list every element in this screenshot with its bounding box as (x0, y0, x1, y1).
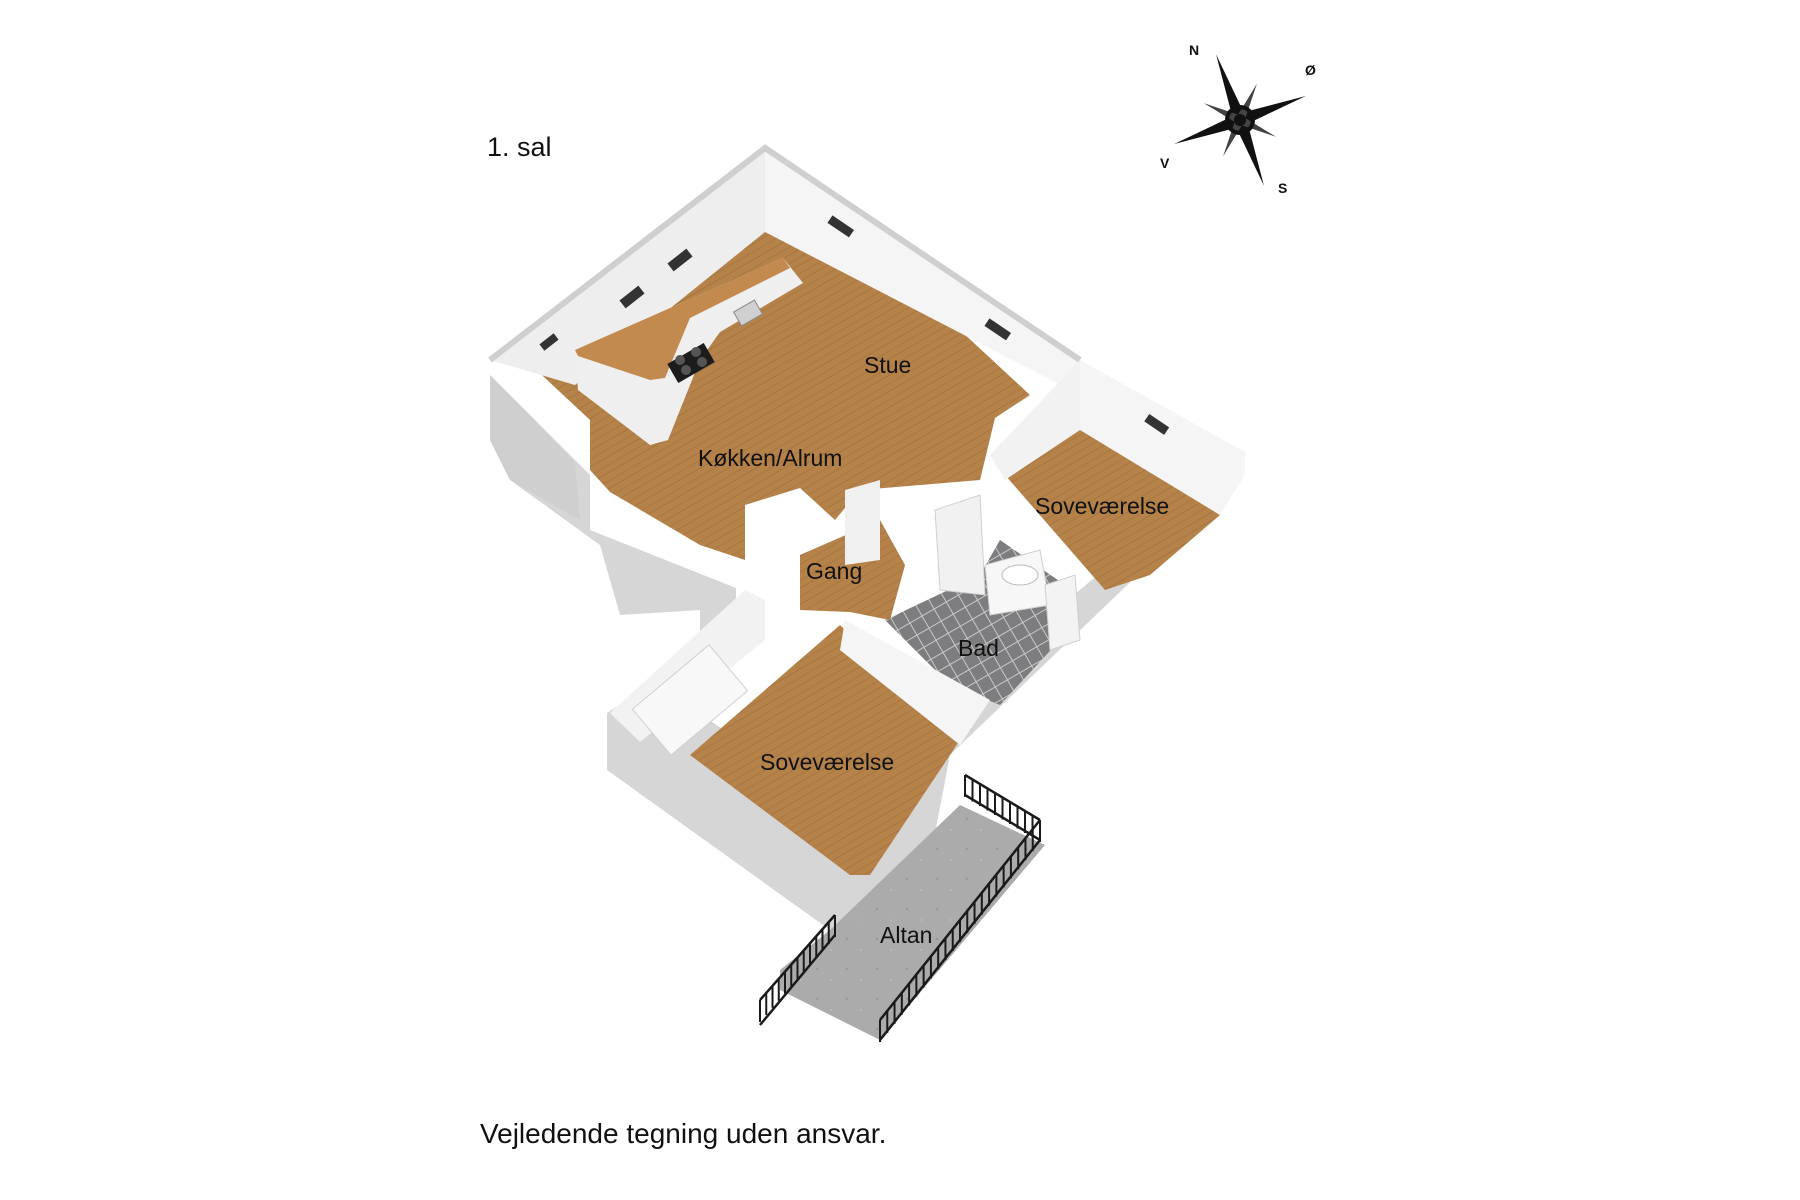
compass-east: Ø (1305, 62, 1316, 78)
railing-posts (759, 775, 1041, 1042)
balcony (759, 773, 1045, 1042)
living-kitchen-area (488, 144, 1082, 560)
room-label-stue: Stue (864, 352, 911, 378)
room-label-kitchen: Køkken/Alrum (698, 445, 842, 471)
compass-rose-icon: N Ø S V (1160, 42, 1316, 196)
room-label-bedroom-south: Soveværelse (760, 749, 894, 775)
windows (539, 215, 1012, 351)
exterior-walls (490, 375, 1245, 930)
bathroom (885, 494, 1081, 705)
floor-title: 1. sal (487, 132, 552, 162)
room-label-bedroom-east: Soveværelse (1035, 493, 1169, 519)
bedroom-south (610, 590, 990, 875)
compass-north: N (1189, 42, 1199, 58)
compass-west: V (1160, 155, 1170, 171)
kitchen-counter (575, 258, 803, 445)
room-label-balcony: Altan (880, 922, 932, 948)
compass-south: S (1278, 180, 1287, 196)
disclaimer-text: Vejledende tegning uden ansvar. (480, 1118, 887, 1149)
bedroom-east (990, 360, 1245, 590)
room-label-bath: Bad (958, 635, 999, 661)
hall (800, 480, 905, 620)
room-label-hall: Gang (806, 558, 862, 584)
